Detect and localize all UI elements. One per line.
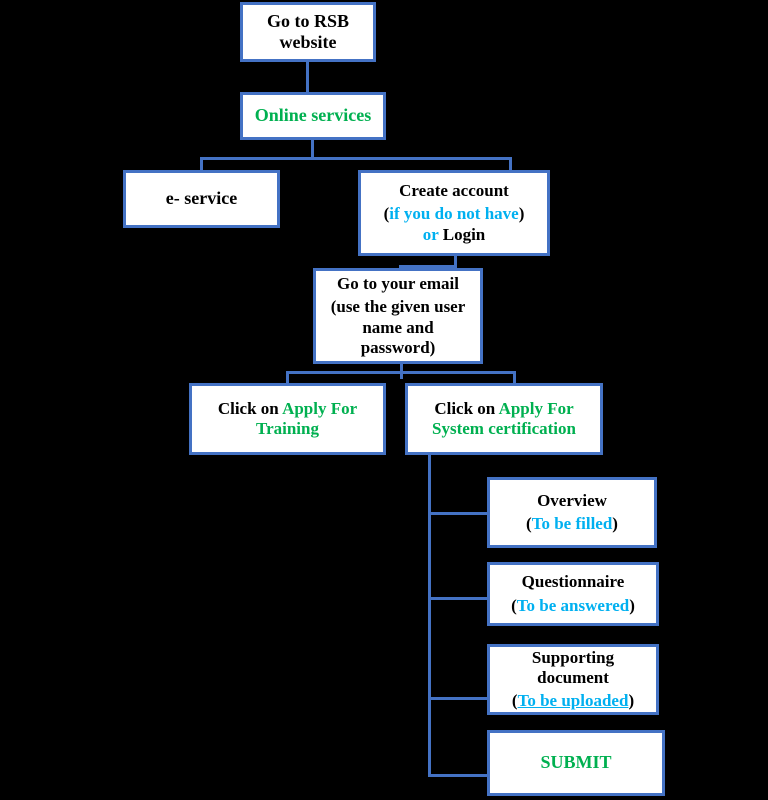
node-supporting-note: (To be uploaded)	[494, 691, 652, 711]
node-online-services[interactable]: Online services	[240, 92, 386, 140]
node-syscert-target: Apply For System certification	[432, 398, 576, 438]
node-syscert-prefix: Click on	[434, 398, 499, 418]
node-overview-label: Overview	[537, 490, 607, 510]
node-supporting-document[interactable]: Supporting document (To be uploaded)	[487, 644, 659, 715]
node-create-condition: if you do not have	[389, 204, 519, 224]
node-create-line3: or Login	[365, 225, 543, 245]
connector-syscert-spine	[428, 455, 431, 777]
paren-close: )	[518, 204, 525, 224]
paren-close: )	[612, 514, 618, 533]
node-go-to-your-email[interactable]: Go to your email (use the given user nam…	[313, 268, 483, 364]
connector-drop-syscert	[513, 371, 516, 384]
node-create-account[interactable]: Create account (if you do not have) or L…	[358, 170, 550, 256]
node-create-line2: (if you do not have)	[365, 204, 543, 224]
paren-open: (	[511, 595, 517, 615]
node-create-or: or	[422, 224, 443, 244]
node-email-line1: Go to your email	[337, 274, 459, 294]
node-create-line1: Create account	[399, 181, 509, 201]
connector-online-stub	[311, 140, 314, 160]
node-overview[interactable]: Overview (To be filled)	[487, 477, 657, 548]
connector-online-bus	[200, 157, 512, 160]
connector-branch-supporting	[428, 697, 490, 700]
node-training-text: Click on Apply For Training	[196, 399, 379, 439]
node-questionnaire-note-text: To be answered	[516, 595, 630, 615]
node-go-to-rsb-website[interactable]: Go to RSB website	[240, 2, 376, 62]
paren-open: (	[383, 204, 390, 224]
connector-drop-eservice	[200, 157, 203, 170]
node-e-service[interactable]: e- service	[123, 170, 280, 228]
node-overview-note: (To be filled)	[494, 514, 650, 534]
node-rsb-line1: Go to RSB	[266, 10, 349, 31]
paren-close: )	[629, 595, 635, 615]
node-syscert-text: Click on Apply For System certification	[412, 399, 596, 439]
node-supporting-line2: document	[537, 667, 609, 687]
node-questionnaire[interactable]: Questionnaire (To be answered)	[487, 562, 659, 626]
connector-drop-training	[286, 371, 289, 384]
connector-branch-submit	[428, 774, 490, 777]
connector-branch-overview	[428, 512, 490, 515]
node-eservice-label: e- service	[165, 188, 238, 209]
connector-drop-email	[399, 265, 402, 270]
connector-branch-questionnaire	[428, 597, 490, 600]
connector-email-bus	[286, 371, 516, 374]
paren-open: (	[526, 514, 532, 533]
node-email-line2: (use the given user	[330, 297, 466, 317]
node-email-line4: password)	[360, 337, 436, 357]
node-rsb-line2: website	[279, 32, 337, 52]
node-create-login: Login	[442, 224, 486, 244]
node-training-prefix: Click on	[217, 398, 283, 418]
connector-create-stub	[454, 256, 457, 268]
connector-create-bus	[399, 265, 457, 268]
node-click-apply-for-training[interactable]: Click on Apply For Training	[189, 383, 386, 455]
paren-open: (	[511, 691, 518, 711]
node-online-label: Online services	[254, 105, 372, 126]
connector-rsb-to-online	[306, 62, 309, 92]
node-questionnaire-label: Questionnaire	[521, 572, 625, 592]
node-supporting-note-text: To be uploaded	[517, 691, 629, 711]
node-supporting-line1: Supporting	[531, 647, 615, 667]
node-submit-label: SUBMIT	[540, 752, 612, 773]
node-training-target: Apply For Training	[256, 398, 358, 438]
connector-drop-create	[509, 157, 512, 170]
node-overview-note-text: To be filled	[531, 514, 613, 533]
node-questionnaire-note: (To be answered)	[494, 596, 652, 616]
node-click-apply-for-system-certification[interactable]: Click on Apply For System certification	[405, 383, 603, 455]
paren-close: )	[628, 691, 635, 711]
node-submit[interactable]: SUBMIT	[487, 730, 665, 796]
node-email-line3: name and	[362, 317, 434, 337]
